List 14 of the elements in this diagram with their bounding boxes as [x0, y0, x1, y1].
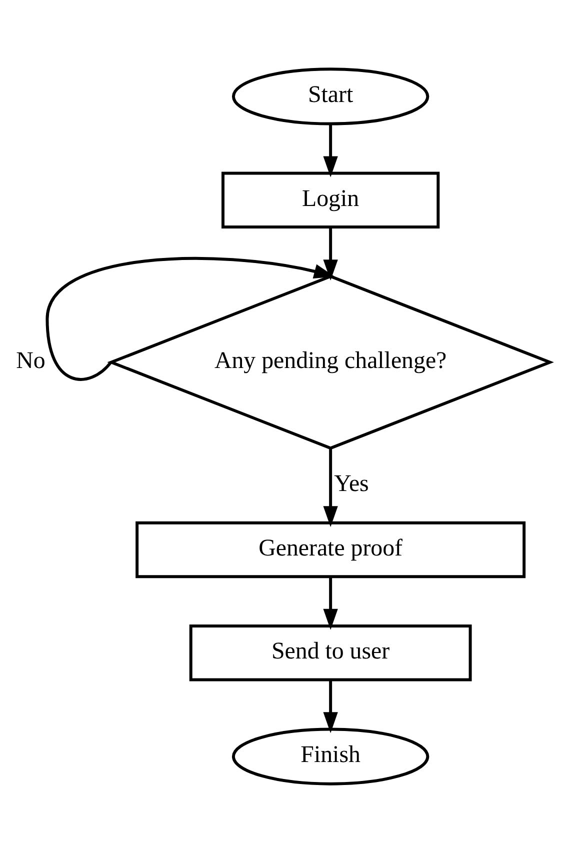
node-ellipse: Start [232, 67, 430, 125]
arrow [46, 256, 335, 380]
node-box: Login [221, 171, 440, 228]
arrow [323, 226, 338, 280]
node-box: Send to user [189, 624, 472, 681]
arrow [323, 576, 338, 630]
edge-label: No [16, 347, 46, 374]
arrow [323, 124, 338, 177]
node-diamond: Any pending challenge? [107, 274, 554, 450]
edge-label: Yes [334, 470, 369, 497]
arrow [323, 448, 338, 527]
node-ellipse: Finish [232, 727, 430, 785]
node-box: Generate proof [136, 520, 526, 578]
arrow [323, 679, 338, 733]
